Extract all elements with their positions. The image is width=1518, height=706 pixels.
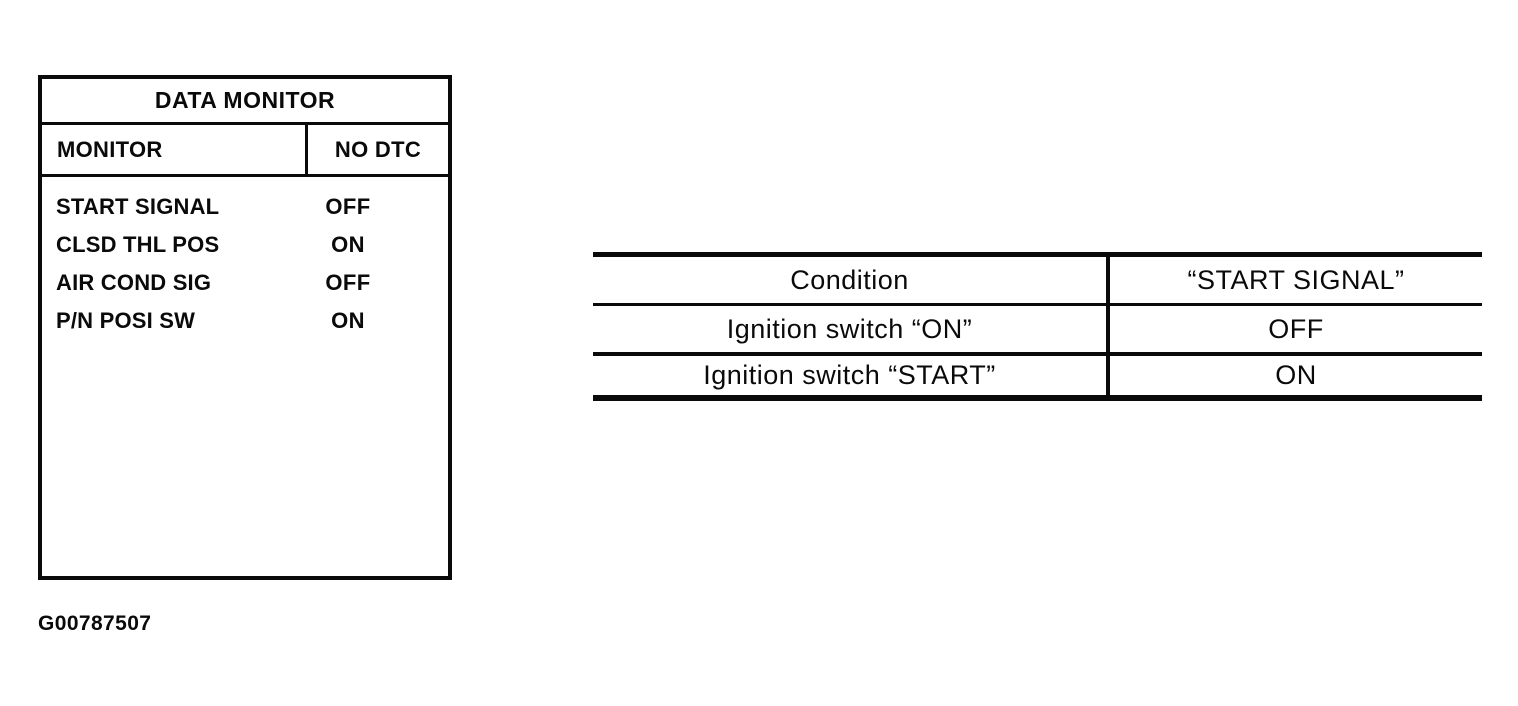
monitor-item-value: ON <box>331 308 365 333</box>
condition-table-header-row: Condition “START SIGNAL” <box>593 257 1482 306</box>
monitor-row-clsd-thl-pos: CLSD THL POS ON <box>42 226 448 264</box>
no-dtc-column-header: NO DTC <box>305 125 448 174</box>
data-monitor-body: START SIGNAL OFF CLSD THL POS ON AIR CON… <box>42 177 448 340</box>
monitor-item-label: START SIGNAL <box>56 194 220 219</box>
monitor-item-value: ON <box>331 232 365 257</box>
monitor-item-label: AIR COND SIG <box>56 270 212 295</box>
monitor-item-label: P/N POSI SW <box>56 308 196 333</box>
monitor-row-start-signal: START SIGNAL OFF <box>42 188 448 226</box>
data-monitor-header-row: MONITOR NO DTC <box>42 125 448 177</box>
figure-id: G00787507 <box>38 612 152 635</box>
monitor-column-header: MONITOR <box>57 136 163 162</box>
data-monitor-panel: DATA MONITOR MONITOR NO DTC START SIGNAL… <box>38 75 452 580</box>
data-monitor-title: DATA MONITOR <box>42 79 448 125</box>
monitor-item-value: OFF <box>325 194 371 219</box>
monitor-row-air-cond-sig: AIR COND SIG OFF <box>42 264 448 302</box>
table-row: Ignition switch “ON” OFF <box>593 306 1482 356</box>
condition-header-cell: Condition <box>790 264 909 295</box>
monitor-row-pn-posi-sw: P/N POSI SW ON <box>42 302 448 340</box>
monitor-item-label: CLSD THL POS <box>56 232 220 257</box>
condition-cell: Ignition switch “START” <box>703 360 996 390</box>
condition-table: Condition “START SIGNAL” Ignition switch… <box>593 252 1482 401</box>
start-signal-header-cell: “START SIGNAL” <box>1106 257 1482 303</box>
table-row: Ignition switch “START” ON <box>593 356 1482 401</box>
signal-value-cell: ON <box>1106 356 1482 395</box>
condition-cell: Ignition switch “ON” <box>726 313 973 344</box>
monitor-item-value: OFF <box>325 270 371 295</box>
signal-value-cell: OFF <box>1106 306 1482 352</box>
